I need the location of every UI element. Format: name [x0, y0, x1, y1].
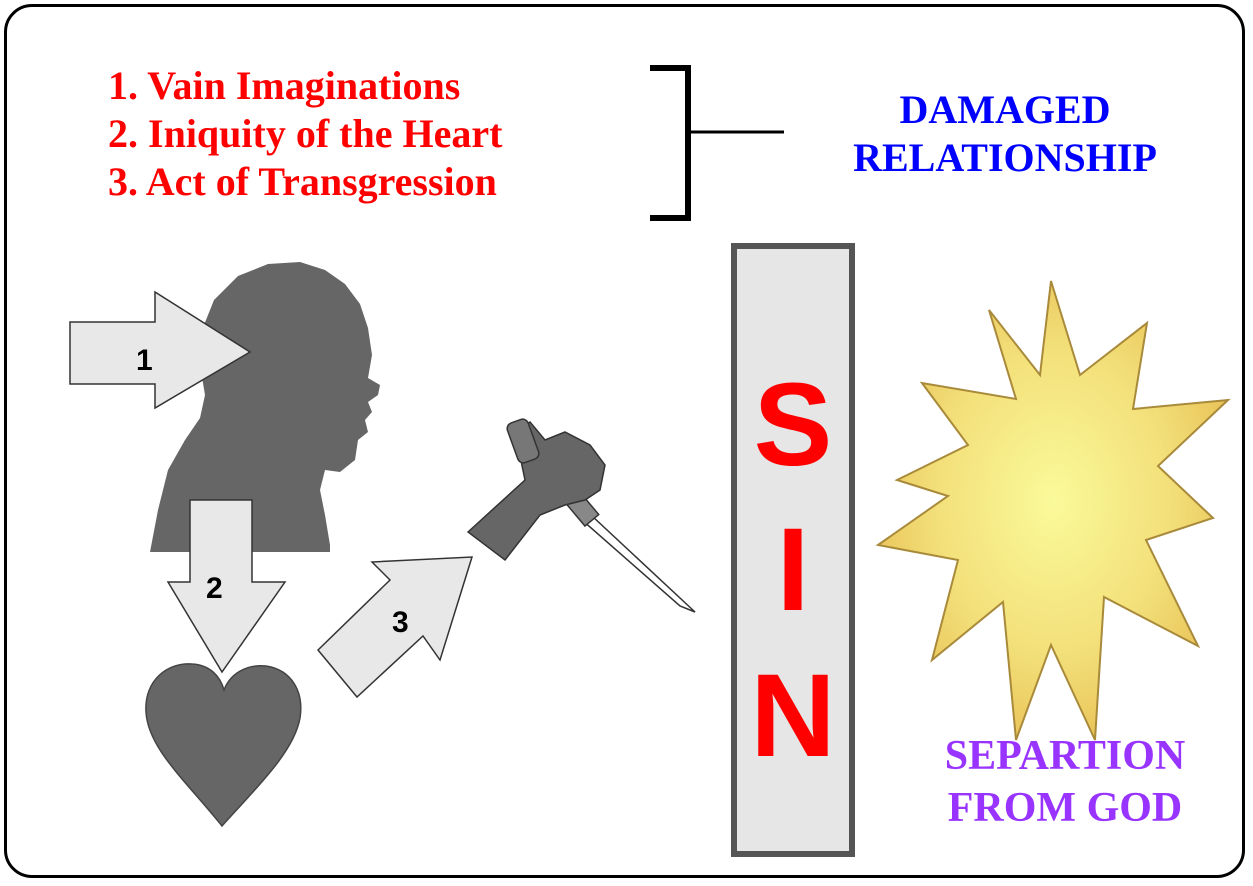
head-silhouette-icon — [150, 262, 380, 552]
hand-with-knife-icon — [468, 418, 695, 612]
separation-label: SEPARTION FROM GOD — [880, 730, 1250, 834]
heart-icon — [146, 664, 301, 826]
arrow-3-label: 3 — [392, 606, 409, 639]
arrow-2-label: 2 — [206, 572, 223, 605]
separation-line-2: FROM GOD — [880, 782, 1250, 834]
sin-letter-s: S — [754, 365, 833, 485]
arrow-3: 3 — [318, 557, 472, 697]
sin-letter-n: N — [750, 656, 835, 776]
sin-letter-i: I — [777, 510, 810, 630]
arrow-1-label: 1 — [136, 344, 153, 377]
bracket-icon — [650, 68, 784, 218]
sun-star-icon — [878, 281, 1228, 740]
sin-barrier: S I N — [731, 243, 855, 857]
separation-line-1: SEPARTION — [880, 730, 1250, 782]
